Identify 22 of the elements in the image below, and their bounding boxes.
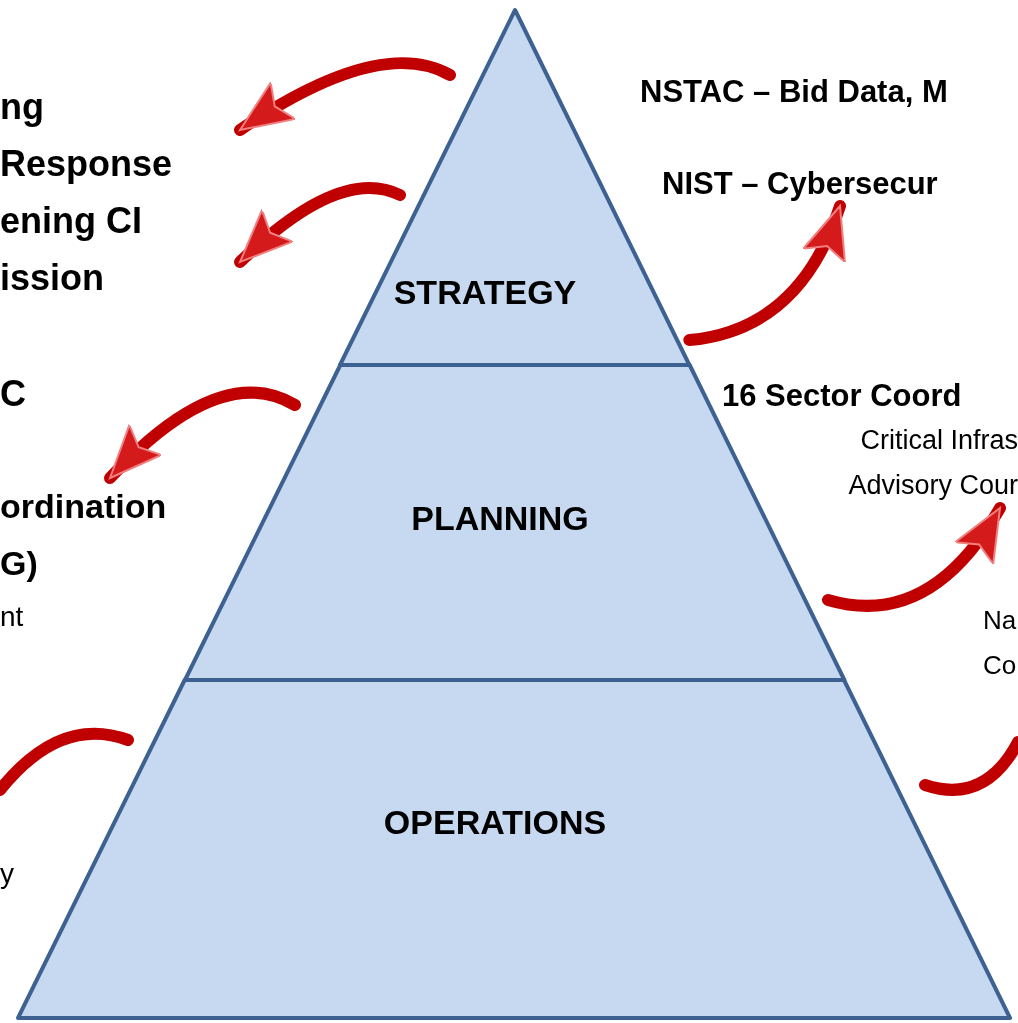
heading-text: ng bbox=[0, 85, 45, 129]
body-text: Na Co bbox=[983, 604, 1018, 682]
curved-arrow bbox=[234, 181, 406, 268]
curved-arrow bbox=[683, 200, 846, 346]
curved-arrow bbox=[104, 386, 301, 484]
heading-text: ordination G) bbox=[0, 486, 168, 584]
body-text: ening CI bbox=[0, 199, 143, 243]
curved-arrow bbox=[822, 502, 1006, 612]
tier-label: PLANNING bbox=[411, 498, 589, 538]
pyramid-tier bbox=[18, 680, 1010, 1018]
heading-text: NSTAC – Bid Data, M bbox=[640, 73, 948, 111]
tier-label: OPERATIONS bbox=[383, 802, 607, 842]
body-text: Critical Infras Advisory Cour bbox=[847, 424, 1018, 502]
body-text: ission bbox=[0, 256, 106, 300]
body-text: Response bbox=[0, 142, 174, 186]
body-text: y bbox=[0, 857, 15, 891]
tier-label: STRATEGY bbox=[393, 272, 577, 312]
curved-arrow bbox=[234, 57, 456, 136]
body-text: nt bbox=[0, 600, 25, 634]
heading-text: 16 Sector Coord bbox=[722, 377, 963, 415]
heading-text: NIST – Cybersecur bbox=[662, 165, 938, 203]
heading-text: C bbox=[0, 372, 27, 416]
